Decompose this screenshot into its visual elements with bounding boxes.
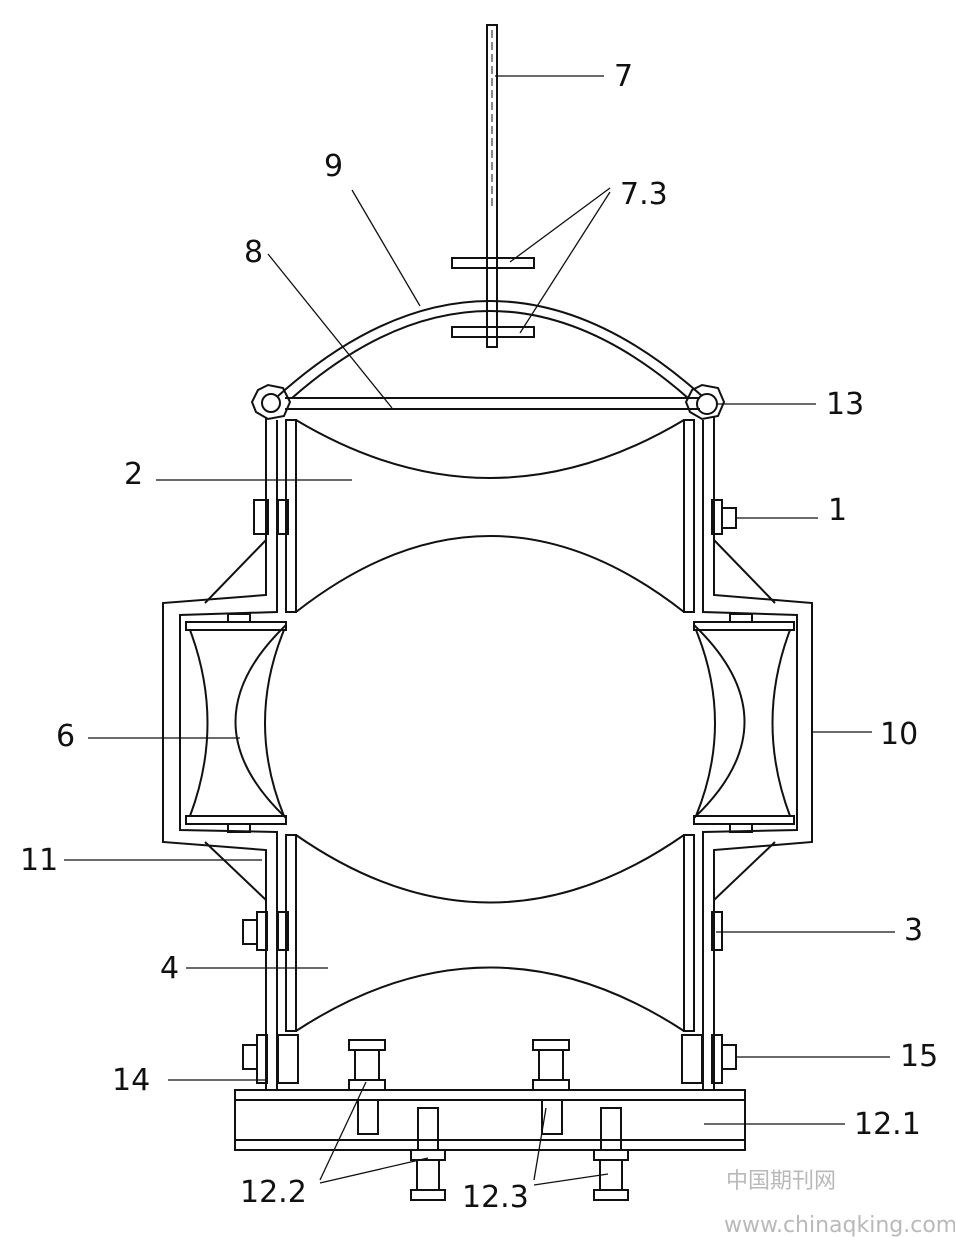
label-4: 4 [160, 951, 179, 986]
watermark-url: www.chinaqking.com [724, 1213, 955, 1237]
upper-bolts [253, 499, 737, 535]
upper-inner-plates [285, 419, 695, 613]
right-hex-joint [684, 383, 726, 421]
watermark-cn: 中国期刊网 [726, 1169, 836, 1194]
base-top-bolts [348, 1039, 570, 1135]
base-plate [234, 1089, 746, 1151]
label-6: 6 [56, 719, 75, 754]
label-11: 11 [20, 843, 58, 878]
left-hex-joint [250, 383, 292, 421]
label-12-1: 12.1 [854, 1107, 921, 1142]
lower-bolts [242, 911, 723, 951]
leader-lines [64, 75, 895, 1186]
label-7: 7 [614, 59, 633, 94]
label-8: 8 [244, 235, 263, 270]
right-side-roller [693, 613, 795, 833]
label-14: 14 [112, 1063, 150, 1098]
label-12-3: 12.3 [462, 1180, 529, 1215]
upper-roller [295, 419, 685, 613]
label-13: 13 [826, 387, 864, 422]
right-frame-wall [702, 417, 813, 1090]
label-3: 3 [904, 913, 923, 948]
arched-handle [277, 300, 703, 399]
vertical-rod [486, 24, 498, 348]
left-side-roller [185, 613, 287, 833]
label-9: 9 [324, 149, 343, 184]
label-2: 2 [124, 457, 143, 492]
left-frame-wall [162, 417, 278, 1090]
lower-roller [295, 834, 685, 1032]
central-roller [234, 624, 746, 819]
label-15: 15 [900, 1039, 938, 1074]
base-bottom-bolts [410, 1107, 629, 1201]
rod-plate-lower [451, 326, 535, 338]
gussets [204, 539, 776, 901]
base-bolts [242, 1034, 737, 1084]
label-10: 10 [880, 717, 918, 752]
lower-inner-plates [285, 834, 695, 1032]
label-7-3: 7.3 [620, 177, 668, 212]
cross-bar [285, 397, 700, 410]
rod-plate-upper [451, 257, 535, 269]
label-12-2: 12.2 [240, 1175, 307, 1210]
label-1: 1 [828, 493, 847, 528]
